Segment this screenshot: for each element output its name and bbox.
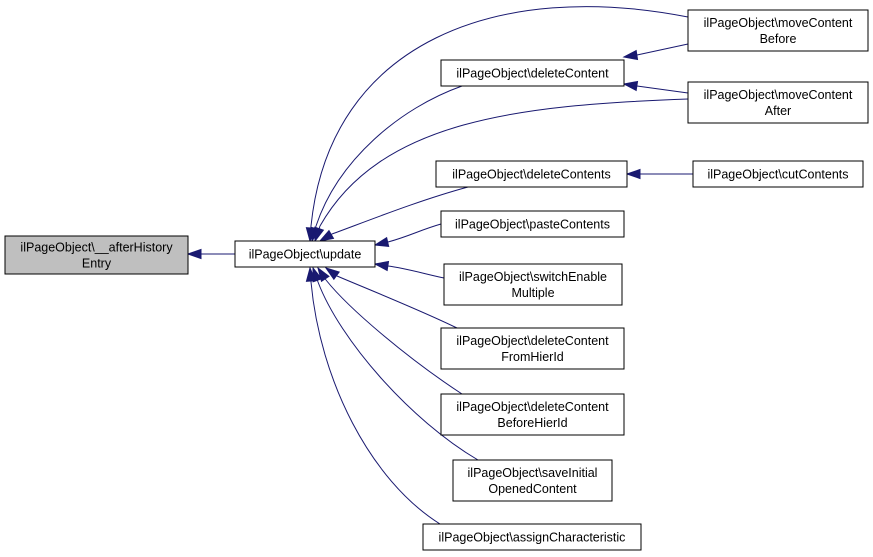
node-label-line: FromHierId bbox=[501, 350, 564, 364]
edge-update-to-afterHistoryEntry bbox=[186, 248, 235, 260]
node-box[interactable] bbox=[4, 235, 189, 275]
edge-line bbox=[636, 85, 689, 94]
edge-moveContentBefore-to-deleteContent bbox=[622, 43, 689, 61]
node-label-line: Multiple bbox=[511, 286, 554, 300]
node-label-line: ilPageObject\switchEnable bbox=[459, 270, 607, 284]
node-box[interactable] bbox=[440, 393, 625, 436]
node-box[interactable] bbox=[435, 160, 628, 188]
node-label-line: ilPageObject\deleteContents bbox=[452, 168, 610, 182]
node-label-line: ilPageObject\deleteContent bbox=[456, 67, 609, 81]
node-label-line: ilPageObject\update bbox=[249, 248, 362, 262]
node-label-line: Before bbox=[760, 32, 797, 46]
edge-arrowhead bbox=[625, 168, 641, 180]
node-cutContents[interactable]: ilPageObject\cutContents bbox=[692, 160, 864, 188]
edge-line bbox=[336, 275, 458, 329]
edge-arrowhead bbox=[373, 236, 390, 248]
node-label-line: OpenedContent bbox=[488, 482, 577, 496]
node-label-line: ilPageObject\cutContents bbox=[707, 168, 848, 182]
node-box[interactable] bbox=[440, 59, 625, 87]
node-label-line: ilPageObject\saveInitial bbox=[468, 466, 598, 480]
node-box[interactable] bbox=[452, 459, 613, 502]
node-box[interactable] bbox=[234, 240, 376, 268]
edge-line-segment bbox=[316, 280, 319, 283]
edge-deleteContents-to-update bbox=[318, 186, 469, 242]
node-label-line: ilPageObject\__afterHistory bbox=[20, 241, 173, 255]
edge-saveInitialOpenedContent-to-update bbox=[312, 266, 479, 461]
edge-line-segment bbox=[318, 225, 321, 229]
node-box[interactable] bbox=[440, 210, 625, 238]
node-update[interactable]: ilPageObject\update bbox=[234, 240, 376, 268]
nodes-layer: ilPageObject\__afterHistoryEntryilPageOb… bbox=[4, 9, 869, 551]
edge-cutContents-to-deleteContents bbox=[625, 168, 693, 180]
node-label-line: BeforeHierId bbox=[497, 416, 567, 430]
node-box[interactable] bbox=[443, 263, 623, 306]
edge-arrowhead bbox=[622, 80, 639, 92]
edge-line bbox=[636, 43, 689, 56]
edge-moveContentAfter-to-update bbox=[314, 98, 689, 243]
edge-line bbox=[310, 281, 441, 525]
node-deleteContent[interactable]: ilPageObject\deleteContent bbox=[440, 59, 625, 87]
edge-assignCharacteristic-to-update bbox=[305, 266, 441, 525]
node-box[interactable] bbox=[422, 523, 642, 551]
edge-pasteContents-to-update bbox=[373, 223, 442, 248]
node-pasteContents[interactable]: ilPageObject\pasteContents bbox=[440, 210, 625, 238]
node-box[interactable] bbox=[687, 81, 869, 124]
node-box[interactable] bbox=[440, 327, 625, 370]
edge-deleteContentFromHierId-to-update bbox=[324, 267, 458, 329]
edge-line-segment bbox=[324, 278, 327, 281]
edge-moveContentAfter-to-deleteContent bbox=[622, 80, 689, 94]
edge-line bbox=[310, 6, 689, 227]
node-box[interactable] bbox=[687, 9, 869, 52]
edge-deleteContentBeforeHierId-to-update bbox=[317, 266, 463, 395]
node-label-line: After bbox=[765, 104, 791, 118]
edge-line bbox=[317, 281, 479, 461]
node-label-line: ilPageObject\moveContent bbox=[704, 16, 853, 30]
node-box[interactable] bbox=[692, 160, 864, 188]
node-label-line: ilPageObject\pasteContents bbox=[455, 218, 610, 232]
edge-line bbox=[387, 223, 442, 243]
node-deleteContents[interactable]: ilPageObject\deleteContents bbox=[435, 160, 628, 188]
edge-moveContentBefore-to-update bbox=[305, 6, 689, 243]
edge-switchEnableMultiple-to-update bbox=[373, 260, 445, 279]
node-label-line: Entry bbox=[82, 257, 112, 271]
node-label-line: ilPageObject\moveContent bbox=[704, 88, 853, 102]
edge-line bbox=[331, 186, 469, 235]
edge-arrowhead bbox=[324, 267, 340, 281]
edge-arrowhead bbox=[622, 49, 639, 61]
node-label-line: ilPageObject\deleteContent bbox=[456, 334, 609, 348]
node-assignCharacteristic[interactable]: ilPageObject\assignCharacteristic bbox=[422, 523, 642, 551]
edge-line bbox=[387, 265, 445, 279]
node-label-line: ilPageObject\deleteContent bbox=[456, 400, 609, 414]
edge-line bbox=[319, 98, 689, 227]
edge-arrowhead bbox=[373, 260, 390, 272]
edge-line bbox=[325, 279, 463, 395]
edge-arrowhead bbox=[186, 248, 202, 260]
node-label-line: ilPageObject\assignCharacteristic bbox=[439, 531, 626, 545]
edge-line bbox=[315, 85, 463, 227]
edges-layer bbox=[186, 6, 693, 525]
